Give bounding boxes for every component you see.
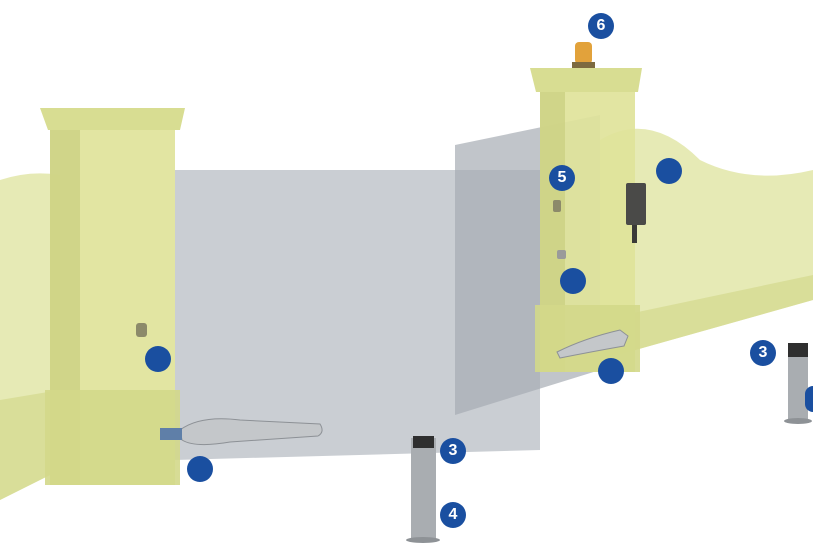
marker-blank-right-wall xyxy=(656,158,682,184)
marker-5: 5 xyxy=(549,165,575,191)
right-pillar-cap xyxy=(530,68,642,92)
flashing-lamp-base xyxy=(572,62,595,68)
right-post-top xyxy=(788,343,808,357)
marker-blank-left-pillar xyxy=(145,346,171,372)
marker-3-right-post: 3 xyxy=(750,340,776,366)
marker-3-center-post: 3 xyxy=(440,438,466,464)
marker-4: 4 xyxy=(440,502,466,528)
center-post-top xyxy=(413,436,434,448)
gate-panel-left xyxy=(175,170,540,460)
left-pillar-cap xyxy=(40,108,185,130)
right-photocell xyxy=(553,200,561,212)
flashing-lamp xyxy=(575,42,592,64)
left-actuator xyxy=(179,418,323,446)
right-sensor xyxy=(557,250,566,259)
marker-6: 6 xyxy=(588,13,614,39)
right-post-foot xyxy=(784,418,812,424)
right-actuator xyxy=(556,329,629,359)
marker-blank-right-pillar xyxy=(560,268,586,294)
marker-blank-edge xyxy=(805,386,813,412)
center-post xyxy=(411,438,436,542)
left-actuator-mount xyxy=(160,428,182,440)
marker-blank-right-actuator xyxy=(598,358,624,384)
control-box-handle xyxy=(632,225,637,243)
control-box xyxy=(626,183,646,225)
left-pillar-base xyxy=(45,390,180,485)
right-post xyxy=(788,345,808,421)
center-post-foot xyxy=(406,537,440,543)
right-wall-base xyxy=(600,275,813,360)
left-photocell xyxy=(136,323,147,337)
marker-blank-left-actuator xyxy=(187,456,213,482)
